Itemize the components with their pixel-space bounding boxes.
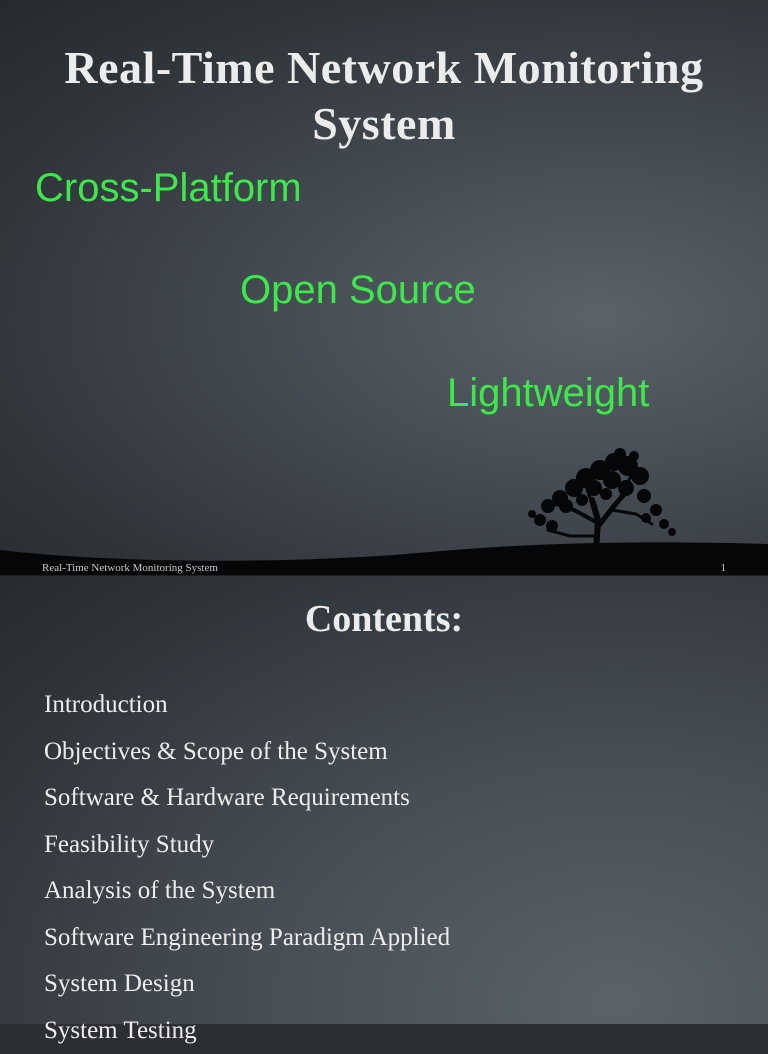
keyword-open-source: Open Source (240, 267, 476, 313)
keyword-lightweight: Lightweight (447, 370, 649, 416)
tree-silhouette-icon (0, 440, 768, 576)
keyword-cross-platform: Cross-Platform (35, 165, 302, 211)
slide-title-line-2: System (312, 98, 456, 149)
contents-item: Software Engineering Paradigm Applied (44, 915, 450, 962)
contents-item: Software & Hardware Requirements (44, 775, 450, 822)
slide-1: Real-Time Network Monitoring System Cros… (0, 0, 768, 576)
page-number: 1 (721, 562, 727, 574)
contents-item: Analysis of the System (44, 868, 450, 915)
slide-title-line-1: Real-Time Network Monitoring (64, 42, 703, 93)
contents-list: Introduction Objectives & Scope of the S… (44, 682, 450, 1054)
contents-item: System Testing (44, 1008, 450, 1054)
contents-item: Introduction (44, 682, 450, 729)
contents-item: Objectives & Scope of the System (44, 729, 450, 776)
contents-item: Feasibility Study (44, 822, 450, 869)
slide-title: Real-Time Network Monitoring System (0, 40, 768, 152)
contents-title: Contents: (0, 595, 768, 643)
slide-footer: Real-Time Network Monitoring System (42, 562, 218, 574)
contents-item: System Design (44, 961, 450, 1008)
